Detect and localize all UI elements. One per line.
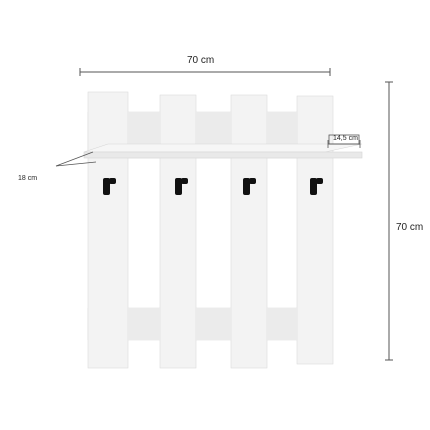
slat-2 bbox=[159, 94, 197, 369]
slat-1 bbox=[87, 91, 129, 369]
slat-3 bbox=[230, 94, 268, 369]
shelf-front bbox=[83, 151, 363, 159]
shelf-depth-dimension-lines bbox=[327, 134, 361, 148]
bottom-crossbar-gap-1 bbox=[128, 308, 160, 340]
coat-rack bbox=[83, 91, 363, 369]
bottom-crossbar-gap-2 bbox=[196, 308, 231, 340]
width-dimension-line bbox=[79, 68, 331, 76]
height-label: 70 cm bbox=[396, 222, 424, 233]
width-label: 70 cm bbox=[187, 55, 215, 66]
depth-dimension-lines bbox=[55, 151, 97, 167]
hook-icon bbox=[243, 178, 256, 195]
hook-icon bbox=[310, 178, 323, 195]
height-dimension-line bbox=[385, 81, 393, 361]
hook-icon bbox=[175, 178, 188, 195]
slat-4 bbox=[296, 95, 334, 365]
hook-icon bbox=[103, 178, 116, 195]
bottom-crossbar-gap-3 bbox=[267, 308, 297, 340]
shelf-depth-label: 14,5 cm bbox=[333, 135, 358, 142]
depth-label: 18 cm bbox=[18, 175, 38, 182]
shelf-top bbox=[83, 143, 363, 153]
